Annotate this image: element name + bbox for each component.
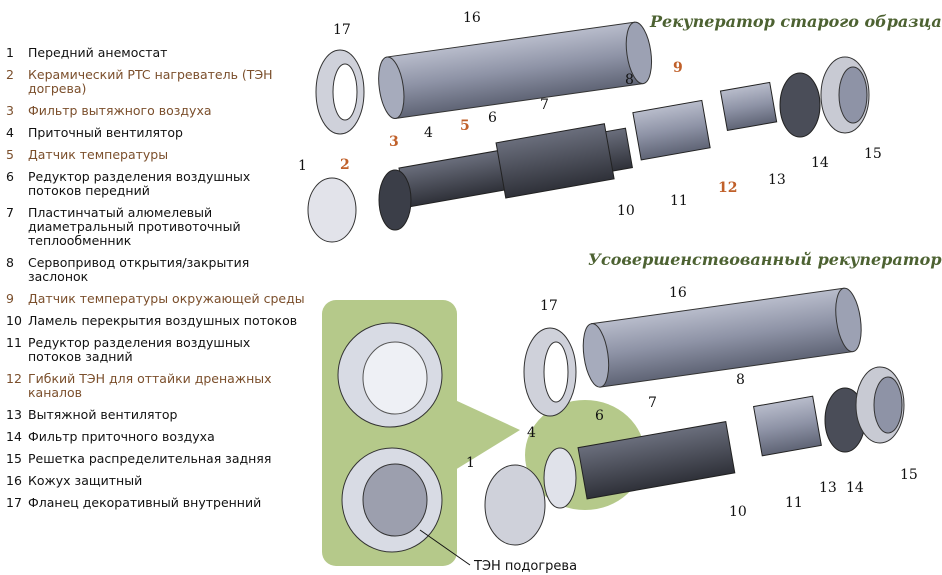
old-callout-number: 8 (625, 72, 634, 88)
legend-text: Гибкий ТЭН для оттайки дренажных каналов (28, 371, 272, 400)
legend-item: 9 Датчик температуры окружающей среды (6, 292, 306, 306)
legend-number: 16 (6, 473, 22, 488)
legend-number: 3 (6, 103, 14, 118)
legend-text: Решетка распределительная задняя (28, 451, 272, 466)
legend-number: 12 (6, 371, 22, 386)
new-callout-number: 14 (846, 480, 864, 496)
legend-text: Пластинчатый алюмелевый диаметральный пр… (28, 205, 241, 248)
old-callout-number: 11 (670, 193, 688, 209)
old-callout-number: 10 (617, 203, 635, 219)
old-callout-number: 2 (340, 157, 350, 173)
new-callout-number: 16 (669, 285, 687, 301)
legend-number: 8 (6, 255, 14, 270)
old-callout-number: 16 (463, 10, 481, 26)
legend-number: 2 (6, 67, 14, 82)
legend-item: 12 Гибкий ТЭН для оттайки дренажных канал… (6, 372, 306, 400)
legend-text: Редуктор разделения воздушных потоков пе… (28, 169, 251, 198)
legend-number: 7 (6, 205, 14, 220)
old-recuperator-illustration (307, 21, 870, 243)
new-callout-number: 6 (595, 408, 604, 424)
legend-text: Сервопривод открытия/закрытия заслонок (28, 255, 250, 284)
legend-item: 13 Вытяжной вентилятор (6, 408, 306, 422)
old-callout-number: 4 (424, 125, 433, 141)
legend-item: 10 Ламель перекрытия воздушных потоков (6, 314, 306, 328)
legend-item: 1 Передний анемостат (6, 46, 306, 60)
legend-text: Датчик температуры (28, 147, 169, 162)
old-callout-number: 12 (718, 180, 738, 196)
legend-text: Фильтр приточного воздуха (28, 429, 215, 444)
old-callout-number: 3 (389, 134, 399, 150)
old-anemostat (307, 177, 357, 243)
legend-number: 10 (6, 313, 22, 328)
legend-item: 3 Фильтр вытяжного воздуха (6, 104, 306, 118)
old-callout-number: 14 (811, 155, 829, 171)
legend-text: Приточный вентилятор (28, 125, 183, 140)
legend-number: 5 (6, 147, 14, 162)
legend-text: Ламель перекрытия воздушных потоков (28, 313, 298, 328)
legend-number: 9 (6, 291, 14, 306)
old-callout-number: 6 (488, 110, 497, 126)
new-anemostat (484, 464, 546, 546)
legend-item: 5 Датчик температуры (6, 148, 306, 162)
heater-caption: ТЭН подогрева (474, 559, 578, 574)
legend-item: 7 Пластинчатый алюмелевый диаметральный п… (6, 206, 306, 248)
legend-number: 15 (6, 451, 22, 466)
old-callout-number: 17 (333, 22, 351, 38)
parts-legend: 1 Передний анемостат 2 Керамический PTC наг… (6, 46, 306, 518)
new-callout-number: 4 (527, 425, 536, 441)
legend-item: 15 Решетка распределительная задняя (6, 452, 306, 466)
legend-number: 14 (6, 429, 22, 444)
legend-text: Фланец декоративный внутренний (28, 495, 262, 510)
legend-text: Керамический PTC нагреватель (ТЭН догрев… (28, 67, 273, 96)
old-casing (378, 21, 653, 119)
legend-text: Датчик температуры окружающей среды (28, 291, 305, 306)
old-callout-number: 7 (540, 97, 549, 113)
legend-item: 2 Керамический PTC нагреватель (ТЭН догре… (6, 68, 306, 96)
old-core (398, 81, 778, 209)
old-callout-number: 5 (460, 118, 470, 134)
new-core (577, 395, 822, 500)
old-callout-number: 9 (673, 60, 683, 76)
legend-item: 11 Редуктор разделения воздушных потоков … (6, 336, 306, 364)
legend-text: Передний анемостат (28, 45, 168, 60)
legend-text: Кожух защитный (28, 473, 143, 488)
legend-number: 11 (6, 335, 22, 350)
new-title: Усовершенствованный рекуператор (588, 250, 942, 269)
new-callout-number: 15 (900, 467, 918, 483)
new-callout-number: 1 (466, 455, 475, 471)
legend-item: 6 Редуктор разделения воздушных потоков п… (6, 170, 306, 198)
new-callout-number: 17 (540, 298, 558, 314)
new-recuperator-illustration (322, 287, 905, 566)
legend-item: 4 Приточный вентилятор (6, 126, 306, 140)
new-callout-number: 10 (729, 504, 747, 520)
old-callout-number: 15 (864, 146, 882, 162)
new-callout-number: 13 (819, 480, 837, 496)
old-callout-number: 13 (768, 172, 786, 188)
old-title: Рекуператор старого образца (650, 12, 942, 31)
old-callout-number: 1 (298, 158, 307, 174)
legend-text: Редуктор разделения воздушных потоков за… (28, 335, 251, 364)
legend-item: 14 Фильтр приточного воздуха (6, 430, 306, 444)
new-callout-number: 8 (736, 372, 745, 388)
new-casing (582, 287, 862, 388)
legend-number: 1 (6, 45, 14, 60)
legend-item: 17 Фланец декоративный внутренний (6, 496, 306, 510)
legend-number: 13 (6, 407, 22, 422)
legend-number: 6 (6, 169, 14, 184)
new-callout-number: 11 (785, 495, 803, 511)
legend-item: 16 Кожух защитный (6, 474, 306, 488)
legend-text: Вытяжной вентилятор (28, 407, 178, 422)
legend-number: 17 (6, 495, 22, 510)
legend-item: 8 Сервопривод открытия/закрытия заслонок (6, 256, 306, 284)
legend-number: 4 (6, 125, 14, 140)
legend-text: Фильтр вытяжного воздуха (28, 103, 212, 118)
new-callout-number: 7 (648, 395, 657, 411)
